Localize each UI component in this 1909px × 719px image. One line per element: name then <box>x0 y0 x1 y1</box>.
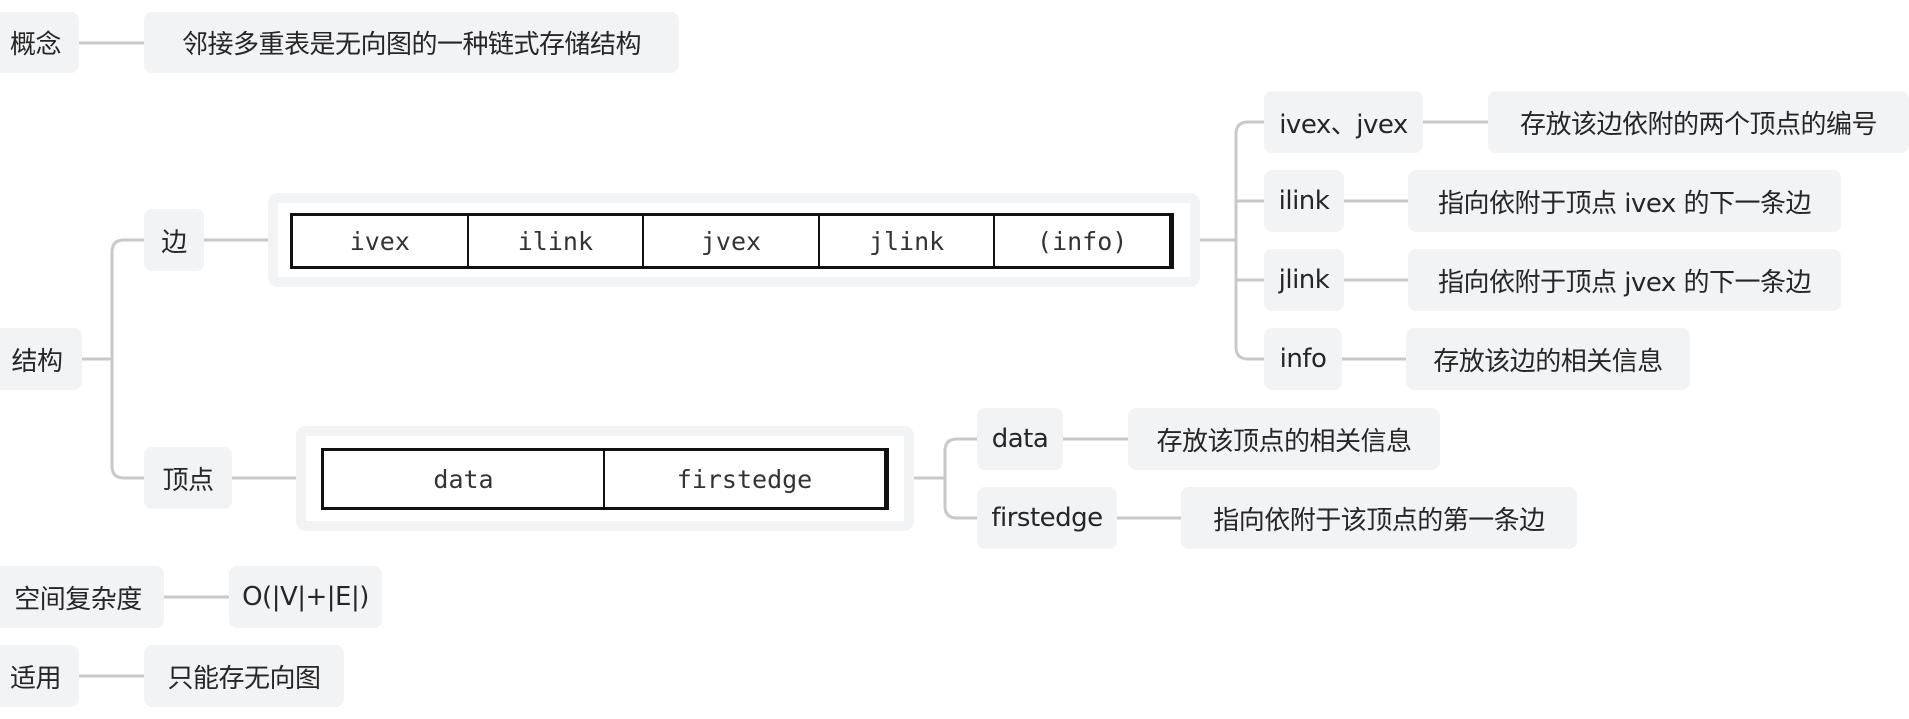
info-node[interactable]: info <box>1264 328 1342 390</box>
vertex-node[interactable]: 顶点 <box>144 447 232 509</box>
vertex-record-image: data firstedge <box>296 426 914 531</box>
structure-node[interactable]: 结构 <box>0 328 82 390</box>
firstedge-description-node[interactable]: 指向依附于该顶点的第一条边 <box>1181 487 1577 549</box>
info-description-node[interactable]: 存放该边的相关信息 <box>1406 328 1690 390</box>
edge-record-table: ivex ilink jvex jlink (info) <box>290 213 1174 269</box>
data-description-node[interactable]: 存放该顶点的相关信息 <box>1128 408 1440 470</box>
edge-field-ilink: ilink <box>469 216 645 266</box>
vertex-record-table: data firstedge <box>321 448 889 510</box>
ivex-jvex-node[interactable]: ivex、jvex <box>1264 91 1423 153</box>
jlink-node[interactable]: jlink <box>1264 249 1344 311</box>
vertex-field-data: data <box>324 451 605 507</box>
jlink-description-node[interactable]: 指向依附于顶点 jvex 的下一条边 <box>1408 249 1841 311</box>
edge-field-ivex: ivex <box>293 216 469 266</box>
space-complexity-node[interactable]: 空间复杂度 <box>0 566 164 628</box>
ivex-jvex-description-node[interactable]: 存放该边依附的两个顶点的编号 <box>1488 91 1909 153</box>
usage-value-node[interactable]: 只能存无向图 <box>144 645 344 707</box>
data-node[interactable]: data <box>977 408 1063 470</box>
edge-record-image: ivex ilink jvex jlink (info) <box>268 193 1200 287</box>
concept-description-node[interactable]: 邻接多重表是无向图的一种链式存储结构 <box>144 12 679 73</box>
space-complexity-value-node[interactable]: O(|V|+|E|) <box>229 566 382 628</box>
firstedge-node[interactable]: firstedge <box>977 487 1117 549</box>
edge-node[interactable]: 边 <box>144 209 204 271</box>
edge-field-jvex: jvex <box>644 216 820 266</box>
concept-node[interactable]: 概念 <box>0 12 79 73</box>
edge-field-info: (info) <box>1037 226 1128 256</box>
ilink-description-node[interactable]: 指向依附于顶点 ivex 的下一条边 <box>1408 170 1841 232</box>
ilink-node[interactable]: ilink <box>1264 170 1344 232</box>
usage-node[interactable]: 适用 <box>0 645 79 707</box>
edge-field-jlink: jlink <box>820 216 996 266</box>
vertex-field-firstedge: firstedge <box>676 464 813 494</box>
